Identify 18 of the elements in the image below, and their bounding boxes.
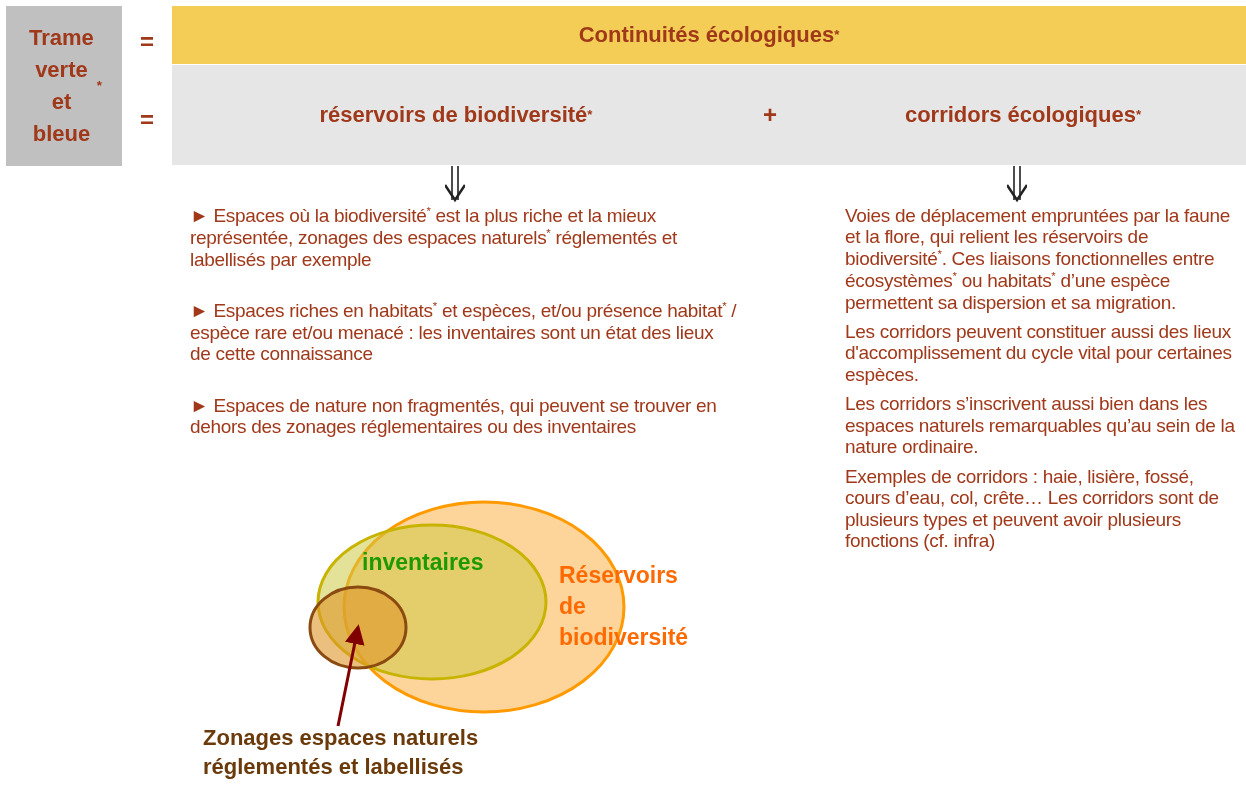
- double-arrow: [1005, 165, 1029, 202]
- double-arrow: [443, 165, 467, 202]
- paragraph: Voies de déplacement empruntées par la faune et la flore, qui relient les réservoirs de biodiversité$^{*}$. Ces liaisons fonctionnelles entre écosystèmes$^{*}$ ou habitats$^{*}$ d’une espèce permettent sa dispersion et sa migration.: [845, 205, 1231, 313]
- paragraph: ► Espaces de nature non fragmentés, qui peuvent se trouver en dehors des zonages réglementaires ou des inventaires: [190, 394, 718, 438]
- set-label: inventaires: [362, 548, 485, 577]
- leader-arrow: [336, 624, 365, 727]
- plus-sign: +: [740, 65, 800, 165]
- paragraph: ► Espaces où la biodiversité$^{*}$ est la plus riche et la mieux représentée, zonages des espaces naturels$^{*}$ réglementés et labellisés par exemple: [190, 205, 678, 271]
- paragraph: Les corridors peuvent constituer aussi des lieux d'accomplissement du cycle vital pour certaines espèces.: [845, 321, 1233, 386]
- header-band: Continuités écologiques$^{*}$: [172, 6, 1246, 64]
- paragraph: ► Espaces riches en habitats$^{*}$ et espèces, et/ou présence habitat$^{*}$ / espèce rare et/ou menacé : les inventaires sont un état des lieux de cette connaissance: [190, 300, 738, 365]
- term-band: corridors écologiques$^{*}$: [800, 65, 1246, 165]
- equals-sign: =: [139, 105, 155, 135]
- equals-sign: =: [139, 27, 155, 57]
- paragraph: Les corridors s’inscrivent aussi bien dans les espaces naturels remarquables qu’au sein de la nature ordinaire.: [845, 393, 1236, 458]
- callout-text: Zonages espaces naturels réglementés et labellisés: [203, 724, 533, 798]
- term-band: réservoirs de biodiversité$^{*}$: [172, 65, 740, 165]
- paragraph: Exemples de corridors : haie, lisière, fossé, cours d’eau, col, crête… Les corridors sont de plusieurs types et peuvent avoir plusieurs fonctions (cf. infra): [845, 465, 1220, 552]
